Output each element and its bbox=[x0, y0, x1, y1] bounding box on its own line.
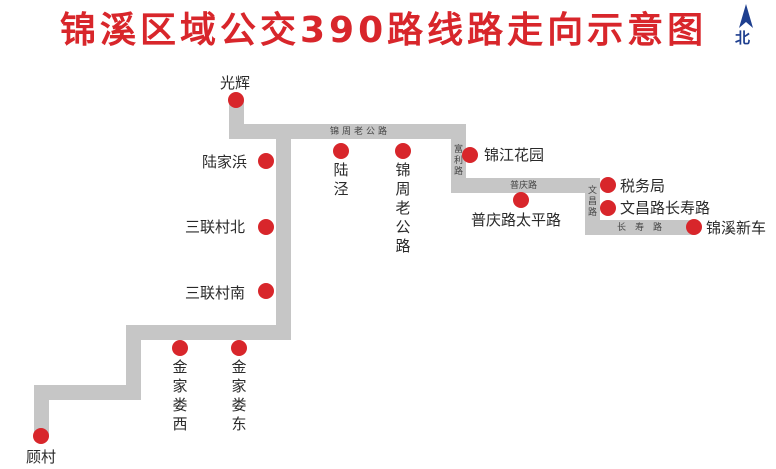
stop-label-jinjiang-huayuan: 锦江花园 bbox=[484, 146, 545, 164]
route-segment-step1 bbox=[126, 325, 141, 400]
stop-label-guanghui: 光辉 bbox=[220, 74, 251, 92]
stop-jinxi-xinche[interactable] bbox=[686, 219, 702, 235]
stop-jinjiang-huayuan[interactable] bbox=[462, 147, 478, 163]
road-label-jinzhoulaogong: 锦周老公路 bbox=[330, 127, 391, 137]
stop-shuiwuju[interactable] bbox=[600, 177, 616, 193]
stop-label-jinjialou-dong: 金家娄东 bbox=[231, 358, 247, 433]
stop-guanghui[interactable] bbox=[228, 92, 244, 108]
stop-label-jinzhoulaogonglu: 锦周老公路 bbox=[395, 161, 411, 255]
route-segment-gucun bbox=[34, 385, 49, 437]
stop-jinjialou-xi[interactable] bbox=[172, 340, 188, 356]
stop-jinjialou-dong[interactable] bbox=[231, 340, 247, 356]
stop-label-sanliancun-nan: 三联村南 bbox=[185, 284, 246, 302]
stop-label-sanliancun-bei: 三联村北 bbox=[185, 218, 246, 236]
route-segment-trunk bbox=[276, 124, 291, 340]
road-label-fuli: 富利路 bbox=[453, 145, 463, 177]
stop-lujiabang[interactable] bbox=[258, 153, 274, 169]
stop-label-jinjialou-xi: 金家娄西 bbox=[172, 358, 188, 433]
route-segment-step2 bbox=[34, 385, 141, 400]
route-segment-changshou bbox=[585, 220, 695, 235]
road-label-wenchang: 文昌路 bbox=[587, 186, 597, 218]
stop-puqinglu-taipinglu[interactable] bbox=[513, 192, 529, 208]
stop-wenchanglu-changshoulu[interactable] bbox=[600, 200, 616, 216]
stop-gucun[interactable] bbox=[33, 428, 49, 444]
stop-label-wenchanglu-changshoulu: 文昌路长寿路 bbox=[620, 199, 711, 217]
north-label: 北 bbox=[735, 29, 751, 47]
stop-label-jinxi-xinche: 锦溪新车 bbox=[706, 219, 767, 237]
route-segment-puqing bbox=[451, 178, 600, 193]
stop-sanliancun-bei[interactable] bbox=[258, 219, 274, 235]
road-label-changshou: 长寿路 bbox=[617, 223, 672, 233]
stop-jinzhoulaogonglu[interactable] bbox=[395, 143, 411, 159]
stop-label-gucun: 顾村 bbox=[26, 448, 57, 466]
north-arrow-icon bbox=[739, 4, 753, 28]
route-segment-fuli bbox=[451, 124, 466, 193]
route-segment-jinjialou bbox=[126, 325, 291, 340]
stop-lujing[interactable] bbox=[333, 143, 349, 159]
map-title: 锦溪区域公交390路线路走向示意图 bbox=[60, 10, 708, 51]
stop-label-shuiwuju: 税务局 bbox=[620, 177, 666, 195]
road-label-puqing: 普庆路 bbox=[510, 181, 538, 191]
stop-sanliancun-nan[interactable] bbox=[258, 283, 274, 299]
stop-label-puqinglu-taipinglu: 普庆路太平路 bbox=[471, 211, 562, 229]
stop-label-lujiabang: 陆家浜 bbox=[202, 153, 248, 171]
stop-label-lujing: 陆泾 bbox=[333, 161, 349, 198]
